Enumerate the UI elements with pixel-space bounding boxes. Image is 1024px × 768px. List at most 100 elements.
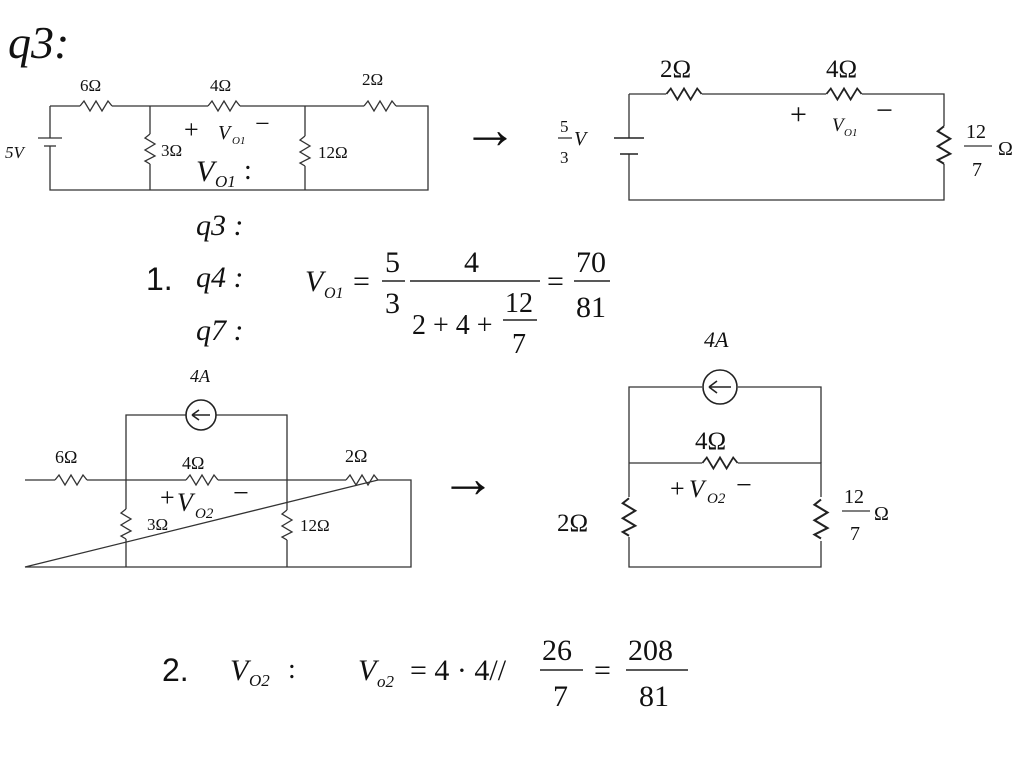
r-right-label: 2Ω bbox=[362, 70, 383, 89]
resistor-12-7-ohm bbox=[936, 125, 952, 165]
r-mid-label: 4Ω bbox=[210, 76, 231, 95]
r-right-num: 12 bbox=[844, 486, 864, 508]
eq1-v: V bbox=[305, 265, 327, 298]
circuit-2-equivalent: 4A 4Ω 2Ω 12 7 Ω + V O2 − bbox=[557, 327, 889, 568]
eq1-frac1-den: 3 bbox=[385, 287, 400, 320]
r-right-unit: Ω bbox=[874, 503, 889, 525]
vo1-sub: O1 bbox=[232, 135, 245, 147]
r-right-label: 2Ω bbox=[345, 446, 367, 466]
eq1-sub: O1 bbox=[324, 285, 344, 302]
eq1-result-den: 81 bbox=[576, 291, 606, 324]
resistor-4-ohm bbox=[207, 100, 241, 112]
step1-q7: q7 : bbox=[196, 314, 244, 347]
vo2-plus: + bbox=[670, 474, 685, 503]
current-source-circle bbox=[702, 369, 738, 405]
resistor-2-ohm bbox=[665, 87, 703, 101]
step2-colon: : bbox=[288, 654, 296, 685]
r-left-label: 2Ω bbox=[660, 56, 691, 83]
resistor-6-ohm bbox=[79, 100, 113, 112]
eq1-inner-num: 12 bbox=[505, 288, 533, 319]
r-right-den: 7 bbox=[972, 159, 982, 181]
r-left-label: 6Ω bbox=[55, 447, 77, 467]
vo1-plus: + bbox=[184, 115, 199, 144]
eq1-equals: = bbox=[353, 265, 370, 298]
vo1-minus: − bbox=[255, 109, 270, 138]
resistor-4-ohm bbox=[185, 474, 219, 486]
circuit-1-equivalent: 5 3 V 2Ω 4Ω 12 7 Ω + V O1 − bbox=[558, 56, 1013, 201]
current-source-arrow-icon bbox=[708, 380, 731, 394]
r-mid-label: 4Ω bbox=[826, 56, 857, 83]
resistor-2-ohm bbox=[363, 100, 397, 112]
resistor-4-ohm bbox=[825, 87, 863, 101]
vo2-label: V bbox=[689, 476, 707, 503]
resistor-12-ohm bbox=[281, 509, 293, 541]
eq1-frac1-num: 5 bbox=[385, 246, 400, 279]
resistor-12-7-ohm bbox=[813, 498, 829, 540]
arrow-2: → bbox=[440, 448, 496, 510]
step1-number: 1. bbox=[146, 261, 173, 297]
eq2-frac-den: 7 bbox=[553, 680, 568, 713]
r-shunt2-label: 12Ω bbox=[318, 143, 348, 162]
resistor-12-ohm bbox=[299, 135, 311, 167]
vo1-minus: − bbox=[876, 94, 893, 127]
vo2-minus: − bbox=[233, 478, 249, 509]
vo1-sub: O1 bbox=[844, 127, 857, 139]
eq1-result-num: 70 bbox=[576, 246, 606, 279]
vo2-label: V bbox=[177, 488, 196, 517]
eq1-inner-den: 7 bbox=[512, 329, 526, 360]
source-label: 5V bbox=[5, 143, 27, 162]
eq1-frac2-num: 4 bbox=[464, 246, 479, 279]
vo2-minus: − bbox=[736, 470, 752, 501]
source-label: 4A bbox=[704, 327, 729, 352]
r-shunt1-label: 3Ω bbox=[161, 141, 182, 160]
r-right-unit: Ω bbox=[998, 138, 1013, 160]
step2-vo2-label: V bbox=[230, 654, 252, 687]
circuit-1: 5V 6Ω 4Ω 2Ω 3Ω 12Ω + V O1 − bbox=[5, 70, 429, 191]
step-2: 2. V O2 : V o2 = 4 · 4// 26 7 = 208 81 bbox=[162, 634, 688, 713]
r-left-label: 6Ω bbox=[80, 76, 101, 95]
step1-q4: q4 : bbox=[196, 261, 244, 294]
eq2-equals: = bbox=[594, 654, 611, 687]
step1-vo1-sub: O1 bbox=[215, 172, 236, 191]
eq1-equals2: = bbox=[547, 265, 564, 298]
r-left-label: 2Ω bbox=[557, 510, 588, 537]
current-source-circle bbox=[185, 399, 217, 431]
current-source-arrow-icon bbox=[191, 409, 210, 421]
resistor-4-ohm bbox=[701, 456, 739, 470]
arrow-1: → bbox=[462, 99, 518, 161]
r-shunt2-label: 12Ω bbox=[300, 516, 330, 535]
src-unit: V bbox=[574, 128, 589, 150]
src-num: 5 bbox=[560, 117, 569, 136]
step1-vo1-label: V bbox=[196, 155, 218, 188]
step2-vo2-sub: O2 bbox=[249, 671, 270, 690]
vo1-label: V bbox=[218, 122, 233, 144]
resistor-3-ohm bbox=[144, 133, 156, 165]
eq2-result-den: 81 bbox=[639, 680, 669, 713]
r-right-num: 12 bbox=[966, 121, 986, 143]
resistor-6-ohm bbox=[54, 474, 88, 486]
step1-colon: : bbox=[244, 155, 252, 186]
src-den: 3 bbox=[560, 148, 569, 167]
vo2-sub: O2 bbox=[195, 506, 214, 522]
resistor-2-ohm bbox=[621, 497, 637, 537]
vo1-label: V bbox=[832, 115, 846, 136]
step-1: V O1 : q3 : 1. q4 : q7 : V O1 = 5 3 4 2 … bbox=[146, 155, 610, 360]
r-right-den: 7 bbox=[850, 523, 860, 545]
eq2-frac-num: 26 bbox=[542, 634, 572, 667]
source-label: 4A bbox=[190, 366, 211, 386]
step1-q3: q3 : bbox=[196, 209, 244, 242]
vo1-plus: + bbox=[790, 98, 807, 131]
eq2-body: = 4 · 4// bbox=[410, 654, 507, 687]
eq1-frac2-den: 2 + 4 + bbox=[412, 310, 493, 341]
r-mid-label: 4Ω bbox=[695, 428, 726, 455]
step2-number: 2. bbox=[162, 652, 189, 688]
eq2-sub: o2 bbox=[377, 672, 395, 691]
page-title: q3: bbox=[8, 17, 69, 68]
r-shunt1-label: 3Ω bbox=[147, 515, 168, 534]
eq2-result-num: 208 bbox=[628, 634, 673, 667]
resistor-3-ohm bbox=[120, 508, 132, 540]
eq2-v: V bbox=[358, 654, 380, 687]
vo2-plus: + bbox=[160, 483, 175, 512]
circuit-2: 4A 6Ω 4Ω 2Ω 3Ω 12Ω + V O2 − bbox=[24, 366, 412, 568]
r-mid-label: 4Ω bbox=[182, 453, 204, 473]
